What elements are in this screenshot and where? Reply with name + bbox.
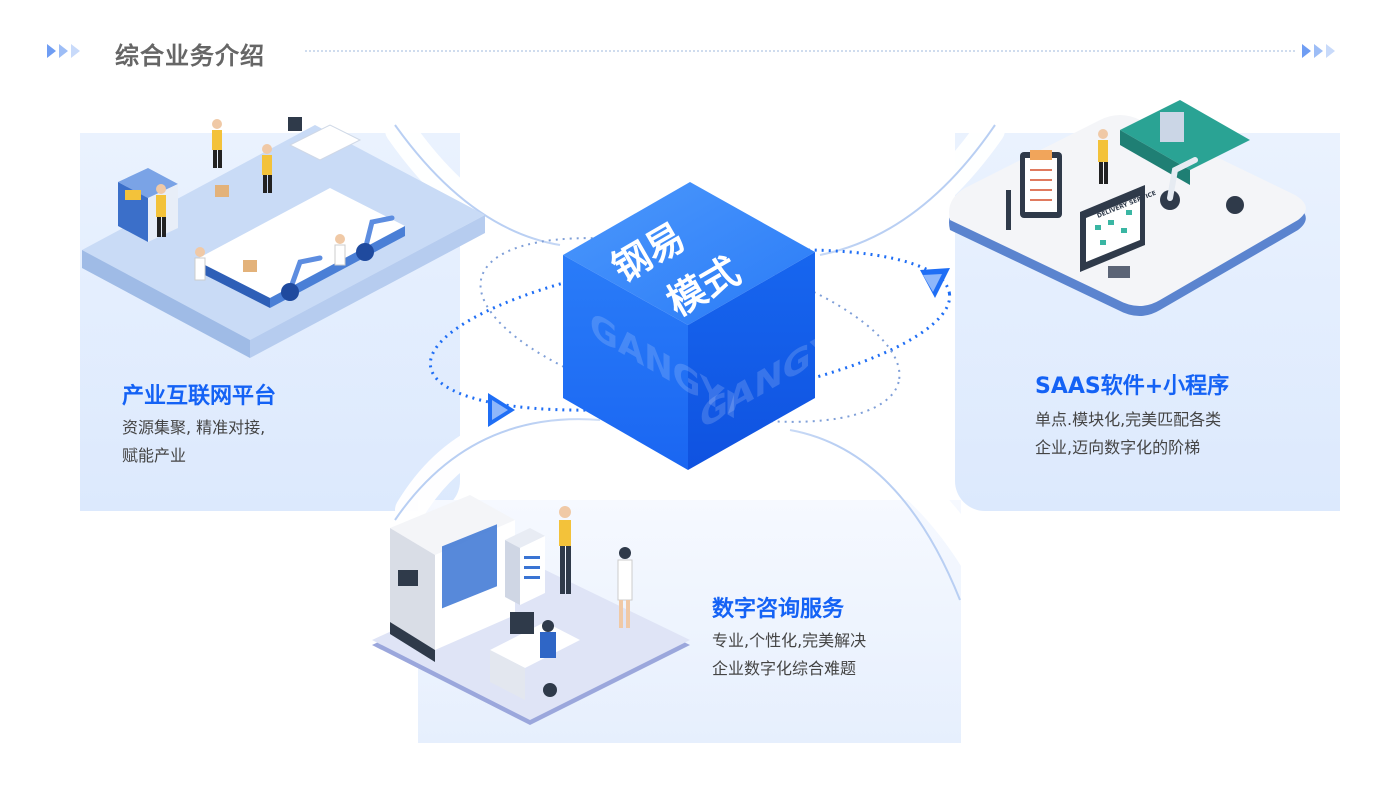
server-rack (505, 528, 545, 605)
factory-illustration (82, 117, 485, 358)
triple-arrow-left-icon (47, 44, 80, 58)
saas-illustration (949, 100, 1306, 316)
machine-block (118, 168, 178, 242)
seated-engineer (540, 620, 557, 697)
clipboard (1020, 150, 1062, 218)
section-header: 综合业务介绍 (0, 0, 1396, 110)
robot-arms (287, 215, 395, 293)
orbit-ring (428, 248, 952, 412)
gangyi-cube (563, 182, 815, 470)
workers (156, 119, 346, 281)
production-line (1120, 100, 1250, 214)
card-desc-industry-platform-line2: 赋能产业 (122, 446, 187, 465)
card-desc-saas-line2: 企业,迈向数字化的阶梯 (1035, 438, 1201, 457)
card-title-consulting: 数字咨询服务 (712, 597, 845, 622)
section-title: 综合业务介绍 (115, 42, 265, 70)
saas-worker (1098, 129, 1108, 184)
monitor (1080, 185, 1145, 278)
stand-pole (1006, 190, 1011, 230)
consultant-worker (559, 506, 571, 594)
card-desc-consulting-line1: 专业,个性化,完美解决 (712, 631, 867, 650)
card-title-saas: SAAS软件+小程序 (1035, 374, 1230, 399)
card-desc-industry-platform-line1: 资源集聚, 精准对接, (122, 418, 266, 437)
desk (490, 612, 580, 700)
card-title-industry-platform: 产业互联网平台 (122, 384, 277, 409)
dotted-divider (305, 50, 1295, 52)
card-desc-saas-line1: 单点.模块化,完美匹配各类 (1035, 410, 1222, 429)
card-desc-consulting-line2: 企业数字化综合难题 (712, 659, 857, 678)
scientist (617, 547, 633, 628)
cnc-machine (390, 495, 515, 662)
agv-cart (288, 117, 362, 161)
consulting-illustration (372, 495, 690, 725)
triple-arrow-right-icon (1302, 44, 1335, 58)
